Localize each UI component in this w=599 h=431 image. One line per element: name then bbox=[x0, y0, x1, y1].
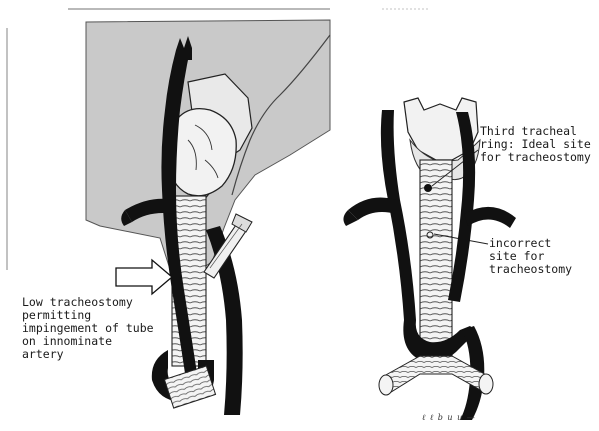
label-low-tracheostomy: Low tracheostomy permitting impingement … bbox=[22, 296, 172, 361]
label-third-tracheal-ring: Third tracheal ring: Ideal site for trac… bbox=[480, 125, 598, 164]
bronchus-end-left bbox=[379, 375, 393, 395]
label-incorrect-site: incorrect site for tracheostomy bbox=[489, 237, 597, 276]
artist-signature: ℓ ℓ b u u — bbox=[422, 413, 476, 422]
bronchus-left bbox=[164, 366, 215, 408]
ideal-site-marker bbox=[424, 184, 432, 192]
bronchus-end-right bbox=[479, 374, 493, 394]
subclavian-branch-right-a bbox=[348, 198, 396, 220]
arrow-indicator bbox=[116, 260, 172, 294]
